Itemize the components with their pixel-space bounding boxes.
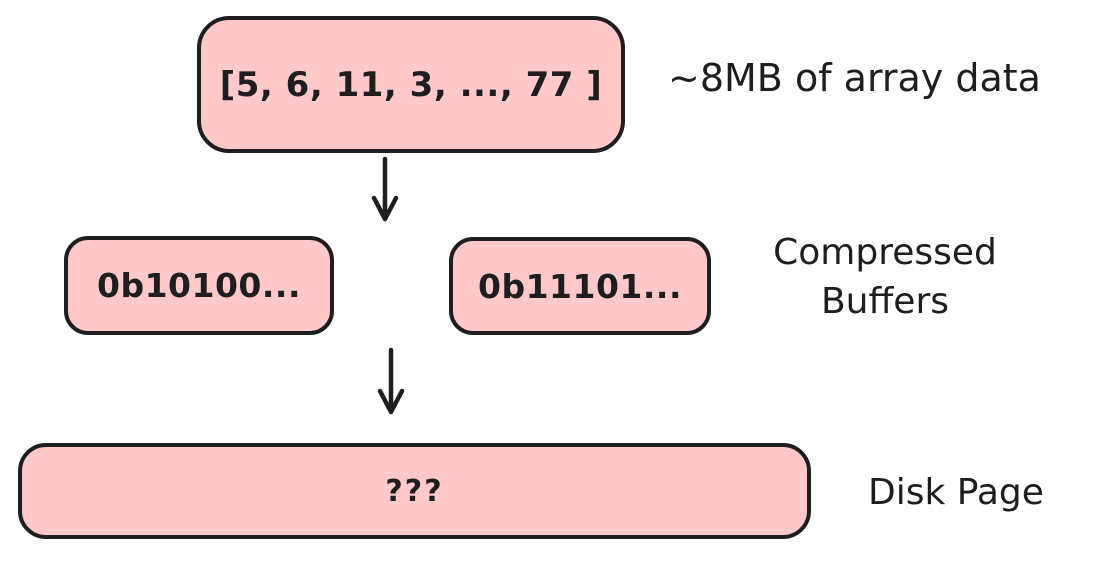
compressed-buffer-right-box: 0b11101... <box>449 237 711 335</box>
compressed-buffer-right-text: 0b11101... <box>478 266 682 306</box>
compressed-buffer-left-text: 0b10100... <box>97 266 301 305</box>
array-size-label: ~8MB of array data <box>668 56 1041 100</box>
compressed-buffers-label-line1: Compressed <box>773 232 997 273</box>
disk-page-box: ??? <box>18 443 811 539</box>
compressed-buffers-label-line2: Buffers <box>820 281 950 322</box>
disk-page-label: Disk Page <box>868 472 1044 513</box>
compressed-buffer-left-box: 0b10100... <box>64 236 334 335</box>
down-arrow-icon <box>373 347 409 417</box>
array-data-text: [5, 6, 11, 3, ..., 77 ] <box>219 64 603 105</box>
array-data-box: [5, 6, 11, 3, ..., 77 ] <box>197 16 625 153</box>
compressed-buffers-label: Compressed Buffers <box>740 228 1030 326</box>
down-arrow-icon <box>367 156 403 224</box>
disk-page-text: ??? <box>385 473 444 509</box>
